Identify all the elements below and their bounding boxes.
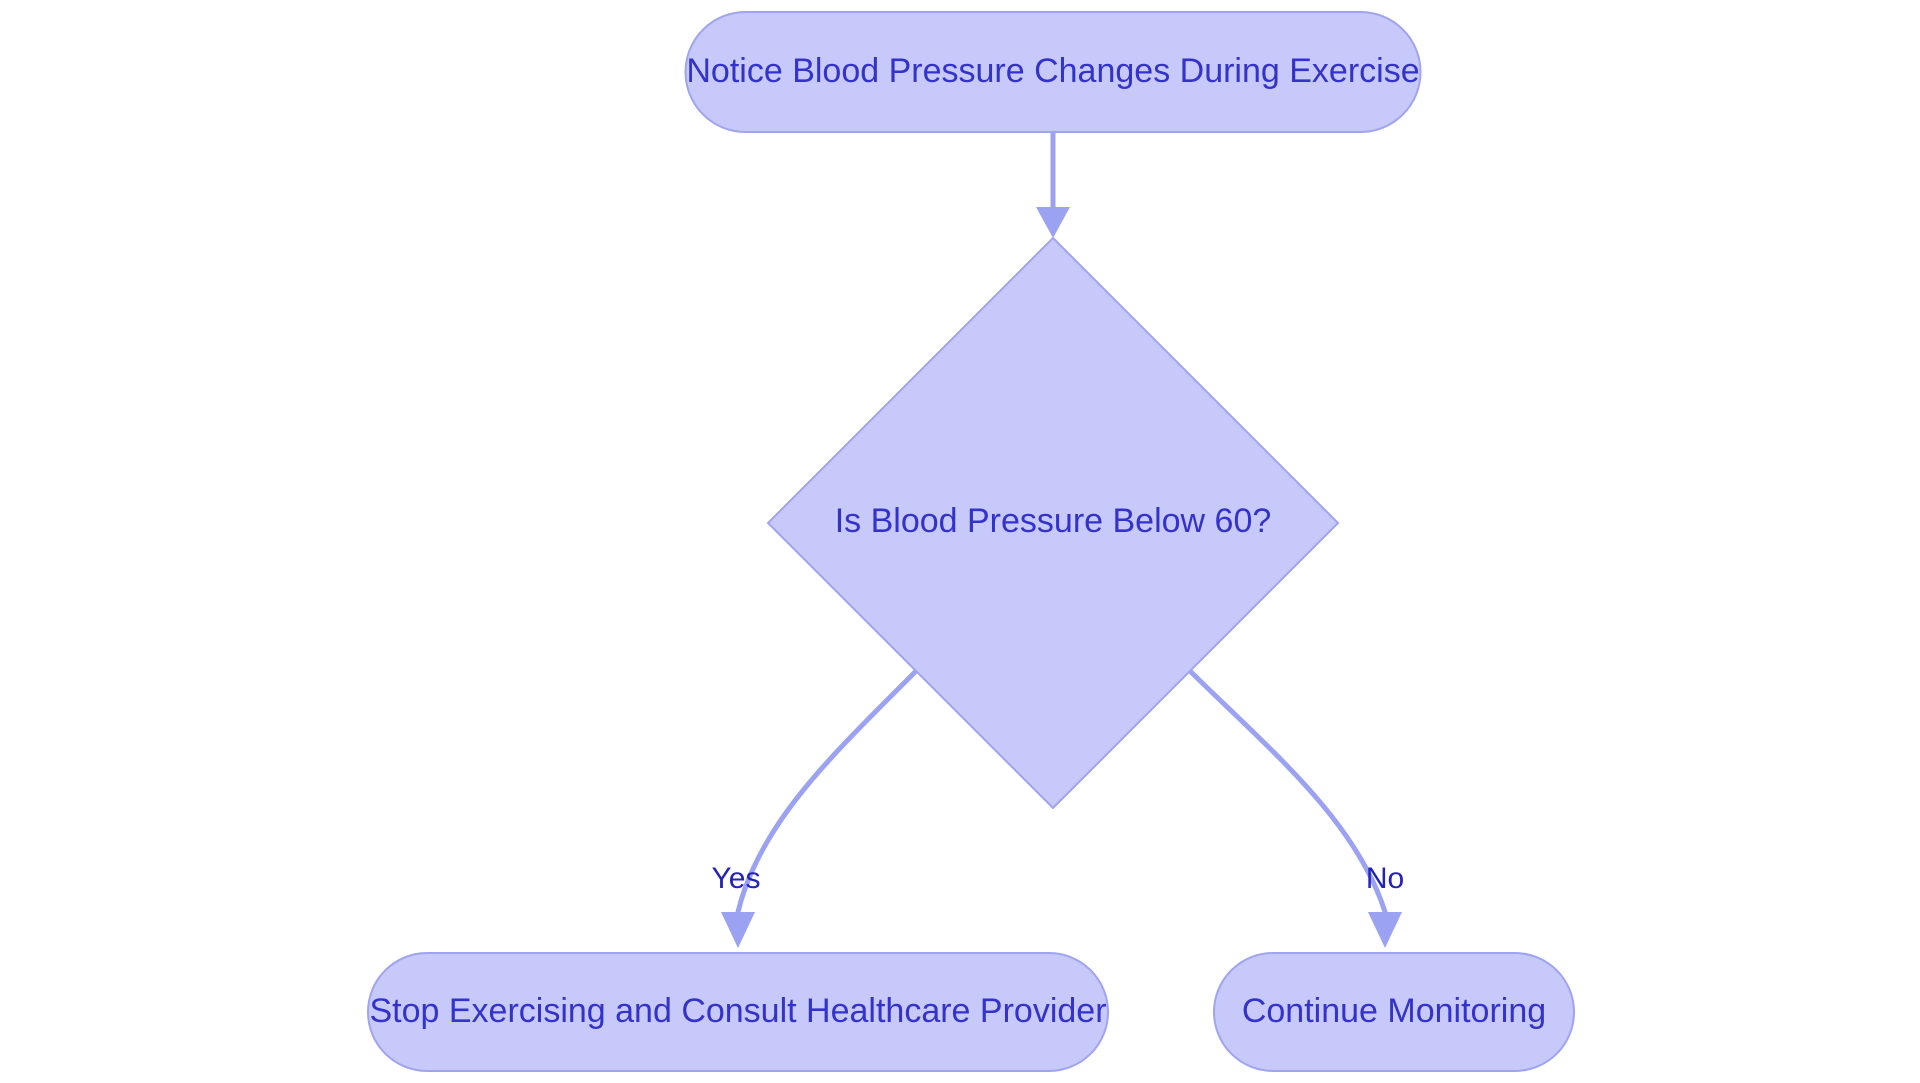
edge-decision-to-stop <box>721 668 919 948</box>
node-decision-shape[interactable] <box>766 236 1340 810</box>
node-continue-label: Continue Monitoring <box>1242 992 1546 1030</box>
edge-group <box>721 130 1402 948</box>
node-decision-label: Is Blood Pressure Below 60? <box>835 502 1272 540</box>
node-continue[interactable]: Continue Monitoring <box>1213 952 1575 1072</box>
node-start[interactable]: Notice Blood Pressure Changes During Exe… <box>684 11 1422 133</box>
edge-label-group: Yes No <box>712 862 1405 895</box>
node-group: Notice Blood Pressure Changes During Exe… <box>367 11 1575 1072</box>
edge-label-yes: Yes <box>712 862 761 895</box>
arrowhead-start-decision <box>1036 207 1070 238</box>
node-stop-label: Stop Exercising and Consult Healthcare P… <box>369 992 1106 1030</box>
edge-line-decision-continue <box>1187 668 1388 915</box>
node-start-shape[interactable] <box>684 11 1422 133</box>
node-decision[interactable]: Is Blood Pressure Below 60? <box>766 236 1340 810</box>
node-start-label: Notice Blood Pressure Changes During Exe… <box>686 52 1419 90</box>
edge-start-to-decision <box>1036 130 1070 238</box>
node-stop-shape[interactable] <box>367 952 1109 1072</box>
arrowhead-decision-stop <box>721 912 755 948</box>
edge-label-no: No <box>1366 862 1404 895</box>
node-stop[interactable]: Stop Exercising and Consult Healthcare P… <box>367 952 1109 1072</box>
edge-decision-to-continue <box>1187 668 1402 948</box>
edge-line-decision-stop <box>735 668 919 915</box>
arrowhead-decision-continue <box>1368 912 1402 948</box>
node-continue-shape[interactable] <box>1213 952 1575 1072</box>
